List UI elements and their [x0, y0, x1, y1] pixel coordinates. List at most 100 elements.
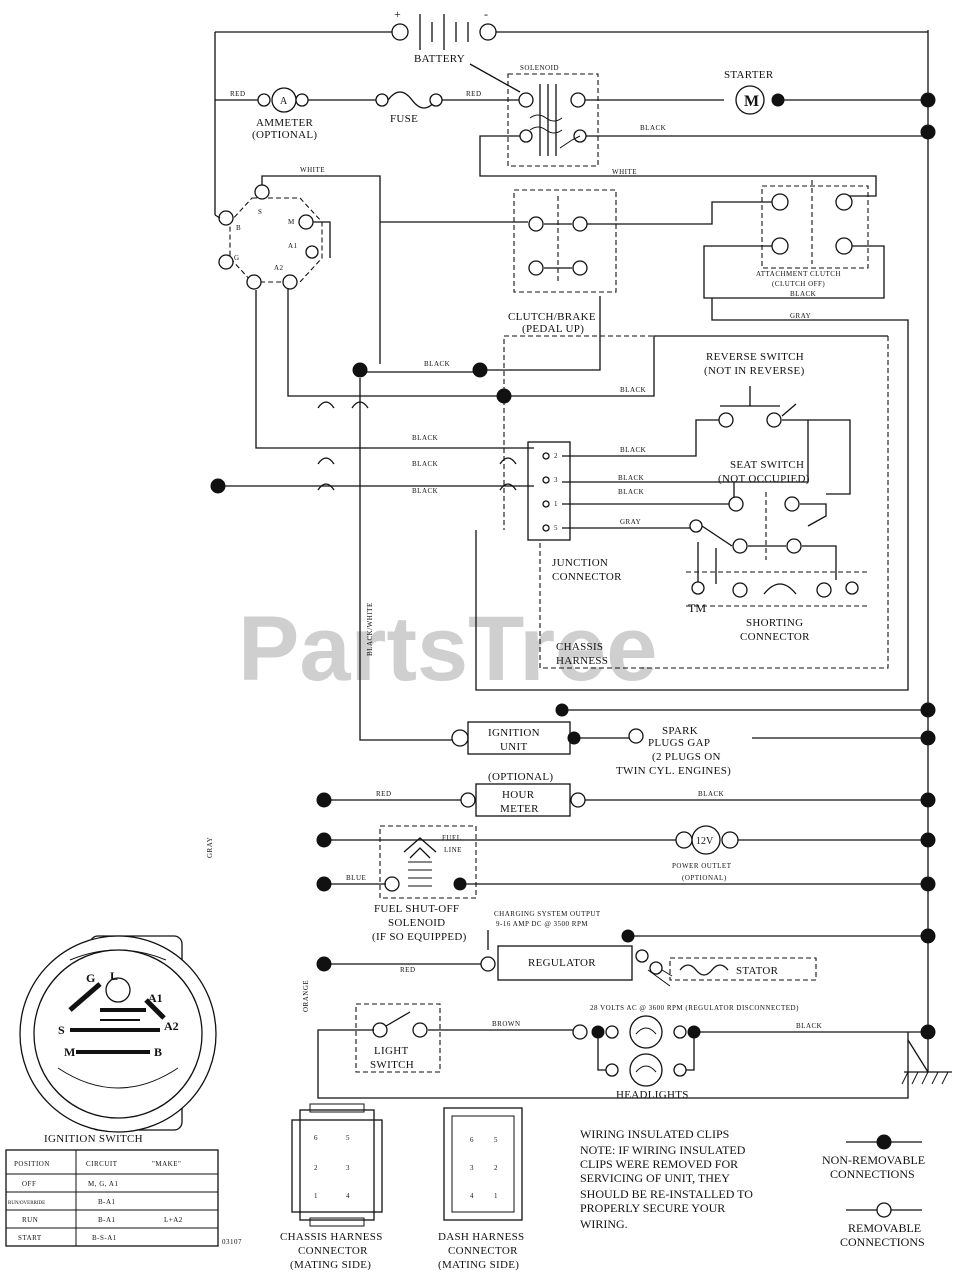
- svg-text:(OPTIONAL): (OPTIONAL): [682, 874, 727, 882]
- svg-text:28 VOLTS AC @ 3600 RPM (REGULA: 28 VOLTS AC @ 3600 RPM (REGULATOR DISCON…: [590, 1004, 799, 1012]
- svg-text:RED: RED: [230, 90, 246, 98]
- svg-text:FUEL: FUEL: [442, 834, 462, 842]
- ignition-switch-face: G L A1 S A2 M B: [19, 935, 217, 1133]
- svg-text:CONNECTIONS: CONNECTIONS: [830, 1167, 915, 1181]
- svg-text:RED: RED: [376, 790, 392, 798]
- svg-text:BROWN: BROWN: [492, 1020, 521, 1028]
- hour-meter: (OPTIONAL) HOUR METER: [460, 771, 586, 817]
- svg-text:BLACK: BLACK: [796, 1022, 822, 1030]
- seat-switch: SEAT SWITCH (NOT OCCUPIED): [689, 459, 837, 580]
- svg-text:(IF SO EQUIPPED): (IF SO EQUIPPED): [372, 931, 467, 943]
- svg-text:SOLENOID: SOLENOID: [388, 917, 445, 929]
- svg-text:CIRCUIT: CIRCUIT: [86, 1160, 118, 1168]
- svg-text:(OPTIONAL): (OPTIONAL): [252, 129, 317, 141]
- svg-text:WIRING INSULATED CLIPS: WIRING INSULATED CLIPS: [580, 1127, 729, 1141]
- svg-text:PartsTree: PartsTree: [238, 598, 657, 700]
- svg-text:TM: TM: [688, 601, 706, 615]
- svg-text:-: -: [484, 7, 488, 21]
- svg-text:UNIT: UNIT: [500, 741, 527, 753]
- svg-text:GRAY: GRAY: [790, 312, 811, 320]
- svg-text:4: 4: [346, 1192, 350, 1200]
- junction-connector: 2 3 1 5 JUNCTION CONNECTOR: [527, 441, 622, 583]
- stator: STATOR 28 VOLTS AC @ 3600 RPM (REGULATOR…: [590, 957, 817, 1012]
- svg-text:5: 5: [346, 1134, 350, 1142]
- svg-text:(2 PLUGS ON: (2 PLUGS ON: [652, 751, 721, 763]
- ground-symbol: [901, 1071, 952, 1085]
- ignition-unit: IGNITION UNIT: [451, 721, 581, 755]
- svg-text:(CLUTCH OFF): (CLUTCH OFF): [772, 280, 825, 288]
- svg-text:12V: 12V: [696, 836, 714, 847]
- svg-text:L: L: [110, 969, 118, 983]
- legend: NON-REMOVABLE CONNECTIONS REMOVABLE CONN…: [822, 1134, 925, 1249]
- svg-text:REVERSE SWITCH: REVERSE SWITCH: [706, 351, 804, 363]
- svg-text:RUN/OVERRIDE: RUN/OVERRIDE: [8, 1201, 45, 1206]
- svg-text:BLACK/WHITE: BLACK/WHITE: [366, 602, 374, 656]
- svg-text:REGULATOR: REGULATOR: [528, 957, 596, 969]
- svg-text:(MATING SIDE): (MATING SIDE): [290, 1259, 371, 1271]
- regulator: REGULATOR: [480, 945, 663, 981]
- svg-text:WHITE: WHITE: [612, 168, 637, 176]
- svg-text:DASH HARNESS: DASH HARNESS: [438, 1231, 524, 1243]
- svg-text:L+A2: L+A2: [164, 1216, 183, 1224]
- svg-text:6: 6: [314, 1134, 318, 1142]
- ignition-switch-table: POSITION CIRCUIT "MAKE" OFF M, G, A1 RUN…: [5, 1149, 219, 1247]
- svg-text:1: 1: [554, 500, 558, 508]
- svg-text:SEAT SWITCH: SEAT SWITCH: [730, 459, 804, 471]
- svg-text:BLACK: BLACK: [698, 790, 724, 798]
- svg-text:SERVICING OF UNIT, THEY: SERVICING OF UNIT, THEY: [580, 1171, 730, 1185]
- svg-text:STATOR: STATOR: [736, 965, 779, 977]
- svg-text:+: +: [394, 7, 401, 21]
- svg-text:WIRING.: WIRING.: [580, 1217, 628, 1231]
- svg-text:M: M: [64, 1045, 75, 1059]
- chassis-harness-connector: 6 5 2 3 1 4 CHASSIS HARNESS CONNECTOR (M…: [280, 1103, 383, 1271]
- svg-text:CONNECTOR: CONNECTOR: [552, 571, 622, 583]
- svg-text:BLACK: BLACK: [412, 487, 438, 495]
- svg-text:WHITE: WHITE: [300, 166, 325, 174]
- svg-text:2: 2: [494, 1164, 498, 1172]
- svg-text:HOUR: HOUR: [502, 789, 535, 801]
- power-outlet: 12V POWER OUTLET (OPTIONAL): [672, 825, 739, 882]
- svg-text:B-S-A1: B-S-A1: [92, 1234, 117, 1242]
- svg-text:BLACK: BLACK: [618, 474, 644, 482]
- svg-text:9-16 AMP DC @ 3500 RPM: 9-16 AMP DC @ 3500 RPM: [496, 920, 588, 928]
- svg-text:BATTERY: BATTERY: [414, 53, 465, 65]
- svg-text:PROPERLY SECURE YOUR: PROPERLY SECURE YOUR: [580, 1201, 725, 1215]
- svg-text:2: 2: [314, 1164, 318, 1172]
- fuse: FUSE: [375, 91, 443, 125]
- svg-text:3: 3: [346, 1164, 350, 1172]
- svg-text:M: M: [744, 93, 759, 110]
- solenoid: SOLENOID: [507, 64, 599, 167]
- spark-plugs: SPARK PLUGS GAP (2 PLUGS ON TWIN CYL. EN…: [616, 725, 731, 777]
- svg-text:3: 3: [470, 1164, 474, 1172]
- ammeter: A AMMETER (OPTIONAL): [252, 87, 317, 141]
- svg-text:STARTER: STARTER: [724, 69, 774, 81]
- key-switch: S B G M A1 A2: [218, 184, 323, 290]
- svg-text:RED: RED: [466, 90, 482, 98]
- svg-text:G: G: [234, 254, 240, 262]
- svg-text:SHOULD BE RE-INSTALLED TO: SHOULD BE RE-INSTALLED TO: [580, 1187, 753, 1201]
- svg-text:5: 5: [554, 524, 558, 532]
- svg-text:PLUGS GAP: PLUGS GAP: [648, 737, 710, 749]
- svg-text:CONNECTIONS: CONNECTIONS: [840, 1235, 925, 1249]
- svg-text:(NOT OCCUPIED): (NOT OCCUPIED): [718, 473, 810, 485]
- svg-text:B-A1: B-A1: [98, 1198, 116, 1206]
- light-switch: LIGHT SWITCH: [355, 1003, 441, 1073]
- svg-text:RUN: RUN: [22, 1216, 38, 1224]
- svg-text:ATTACHMENT CLUTCH: ATTACHMENT CLUTCH: [756, 270, 841, 278]
- svg-text:OFF: OFF: [22, 1180, 36, 1188]
- svg-text:B: B: [154, 1045, 162, 1059]
- svg-text:NON-REMOVABLE: NON-REMOVABLE: [822, 1153, 925, 1167]
- svg-text:METER: METER: [500, 803, 539, 815]
- svg-text:SWITCH: SWITCH: [370, 1059, 414, 1071]
- svg-text:BLUE: BLUE: [346, 874, 366, 882]
- svg-text:BLACK: BLACK: [640, 124, 666, 132]
- svg-text:G: G: [86, 971, 95, 985]
- svg-text:BLACK: BLACK: [620, 386, 646, 394]
- fuel-shutoff-solenoid: FUEL LINE FUEL SHUT-OFF SOLENOID (IF SO …: [372, 825, 477, 943]
- svg-text:M, G, A1: M, G, A1: [88, 1180, 118, 1188]
- svg-text:CLUTCH/BRAKE: CLUTCH/BRAKE: [508, 311, 596, 323]
- svg-text:2: 2: [554, 452, 558, 460]
- svg-text:BLACK: BLACK: [412, 460, 438, 468]
- reverse-switch: REVERSE SWITCH (NOT IN REVERSE): [704, 351, 809, 428]
- svg-text:SPARK: SPARK: [662, 725, 698, 737]
